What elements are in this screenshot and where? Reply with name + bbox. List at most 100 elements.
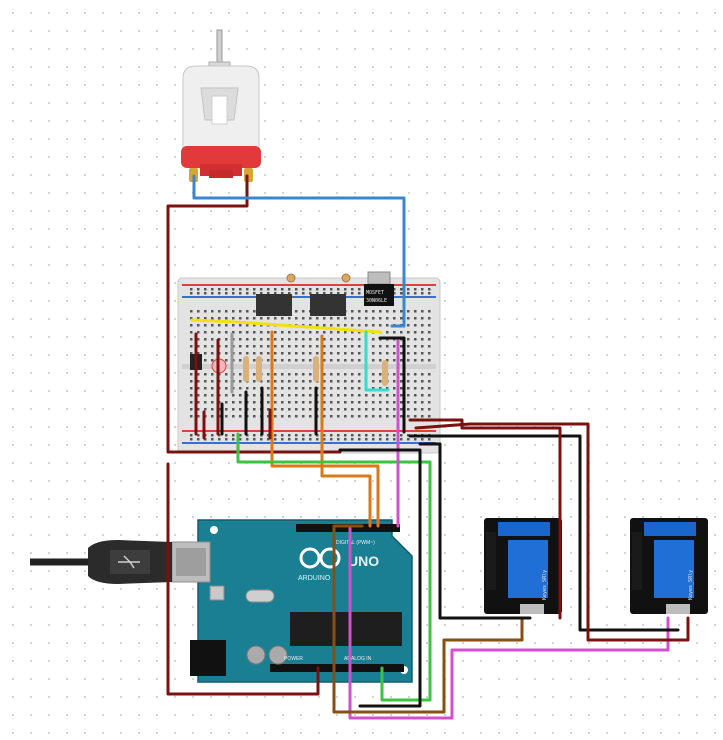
breadboard-hole — [421, 401, 424, 404]
breadboard-hole — [428, 401, 431, 404]
breadboard-hole — [281, 434, 284, 437]
breadboard-hole — [428, 359, 431, 362]
breadboard-hole — [330, 373, 333, 376]
breadboard-hole — [358, 288, 361, 291]
breadboard-hole — [407, 288, 410, 291]
breadboard-hole — [428, 324, 431, 327]
breadboard-hole — [295, 288, 298, 291]
resistor-3[interactable] — [313, 356, 319, 382]
breadboard-hole — [337, 401, 340, 404]
breadboard-hole — [267, 345, 270, 348]
breadboard-hole — [316, 292, 319, 295]
breadboard-hole — [414, 394, 417, 397]
breadboard-hole — [295, 408, 298, 411]
breadboard-hole — [344, 317, 347, 320]
breadboard-hole — [274, 288, 277, 291]
relay-module-2[interactable]: Keyes_SRly — [630, 518, 708, 614]
limit-switch-1[interactable] — [256, 273, 296, 316]
breadboard-hole — [309, 338, 312, 341]
breadboard-hole — [281, 292, 284, 295]
breadboard-hole — [211, 373, 214, 376]
breadboard-hole — [267, 434, 270, 437]
breadboard-hole — [316, 345, 319, 348]
breadboard-hole — [295, 394, 298, 397]
breadboard-hole — [386, 394, 389, 397]
breadboard-hole — [309, 359, 312, 362]
breadboard-hole — [211, 394, 214, 397]
breadboard-hole — [295, 373, 298, 376]
breadboard-hole — [246, 324, 249, 327]
breadboard-hole — [190, 408, 193, 411]
breadboard-hole — [225, 415, 228, 418]
breadboard-hole — [204, 373, 207, 376]
breadboard-hole — [288, 401, 291, 404]
resistor-1[interactable] — [243, 356, 249, 382]
breadboard-hole — [379, 387, 382, 390]
breadboard-hole — [288, 394, 291, 397]
breadboard-hole — [330, 380, 333, 383]
breadboard-hole — [379, 373, 382, 376]
breadboard-hole — [190, 292, 193, 295]
breadboard-hole — [386, 438, 389, 441]
breadboard-hole — [281, 401, 284, 404]
breadboard-hole — [414, 373, 417, 376]
breadboard-hole — [267, 387, 270, 390]
breadboard-hole — [358, 387, 361, 390]
breadboard-hole — [421, 373, 424, 376]
breadboard-hole — [323, 292, 326, 295]
breadboard-hole — [281, 380, 284, 383]
breadboard-hole — [379, 394, 382, 397]
breadboard-hole — [421, 338, 424, 341]
breadboard-hole — [288, 380, 291, 383]
arduino-uno-board[interactable]: ARDUINO UNO DIGITAL (PWM~) ANALOG IN POW… — [171, 519, 413, 683]
breadboard-hole — [225, 317, 228, 320]
breadboard-hole — [365, 408, 368, 411]
wire-green — [236, 432, 432, 702]
breadboard-hole — [288, 408, 291, 411]
breadboard-hole — [309, 317, 312, 320]
limit-switch-2[interactable] — [310, 273, 351, 316]
breadboard-hole — [204, 352, 207, 355]
breadboard-hole — [358, 401, 361, 404]
breadboard-hole — [225, 331, 228, 334]
breadboard-hole — [281, 394, 284, 397]
breadboard-hole — [225, 338, 228, 341]
breadboard-hole — [211, 387, 214, 390]
breadboard-hole — [393, 373, 396, 376]
breadboard-hole — [190, 310, 193, 313]
dc-motor[interactable] — [181, 29, 261, 182]
resistor-4[interactable] — [382, 360, 388, 386]
breadboard-hole — [211, 310, 214, 313]
breadboard-hole — [316, 317, 319, 320]
breadboard-hole — [407, 415, 410, 418]
breadboard-hole — [197, 408, 200, 411]
breadboard-hole — [197, 438, 200, 441]
breadboard-hole — [337, 408, 340, 411]
breadboard-hole — [267, 380, 270, 383]
resistor-2[interactable] — [256, 356, 262, 382]
breadboard-hole — [246, 310, 249, 313]
breadboard-hole — [246, 288, 249, 291]
breadboard-hole — [337, 352, 340, 355]
breadboard-hole — [414, 380, 417, 383]
breadboard-hole — [204, 317, 207, 320]
breadboard-hole — [218, 317, 221, 320]
breadboard-hole — [246, 434, 249, 437]
breadboard-hole — [379, 359, 382, 362]
breadboard-hole — [407, 434, 410, 437]
breadboard-hole — [239, 434, 242, 437]
breadboard-hole — [190, 394, 193, 397]
relay-module-1[interactable]: Keyes_SRly — [484, 518, 562, 614]
breadboard-hole — [190, 415, 193, 418]
breadboard-hole — [274, 380, 277, 383]
breadboard-hole — [393, 401, 396, 404]
mosfet-transistor[interactable]: MOSFET 30N06LE — [364, 271, 394, 306]
breadboard-hole — [302, 401, 305, 404]
breadboard-hole — [407, 352, 410, 355]
breadboard-hole — [372, 380, 375, 383]
breadboard-hole — [365, 415, 368, 418]
breadboard-hole — [421, 317, 424, 320]
breadboard-hole — [330, 394, 333, 397]
breadboard-hole — [407, 380, 410, 383]
breadboard-hole — [267, 292, 270, 295]
